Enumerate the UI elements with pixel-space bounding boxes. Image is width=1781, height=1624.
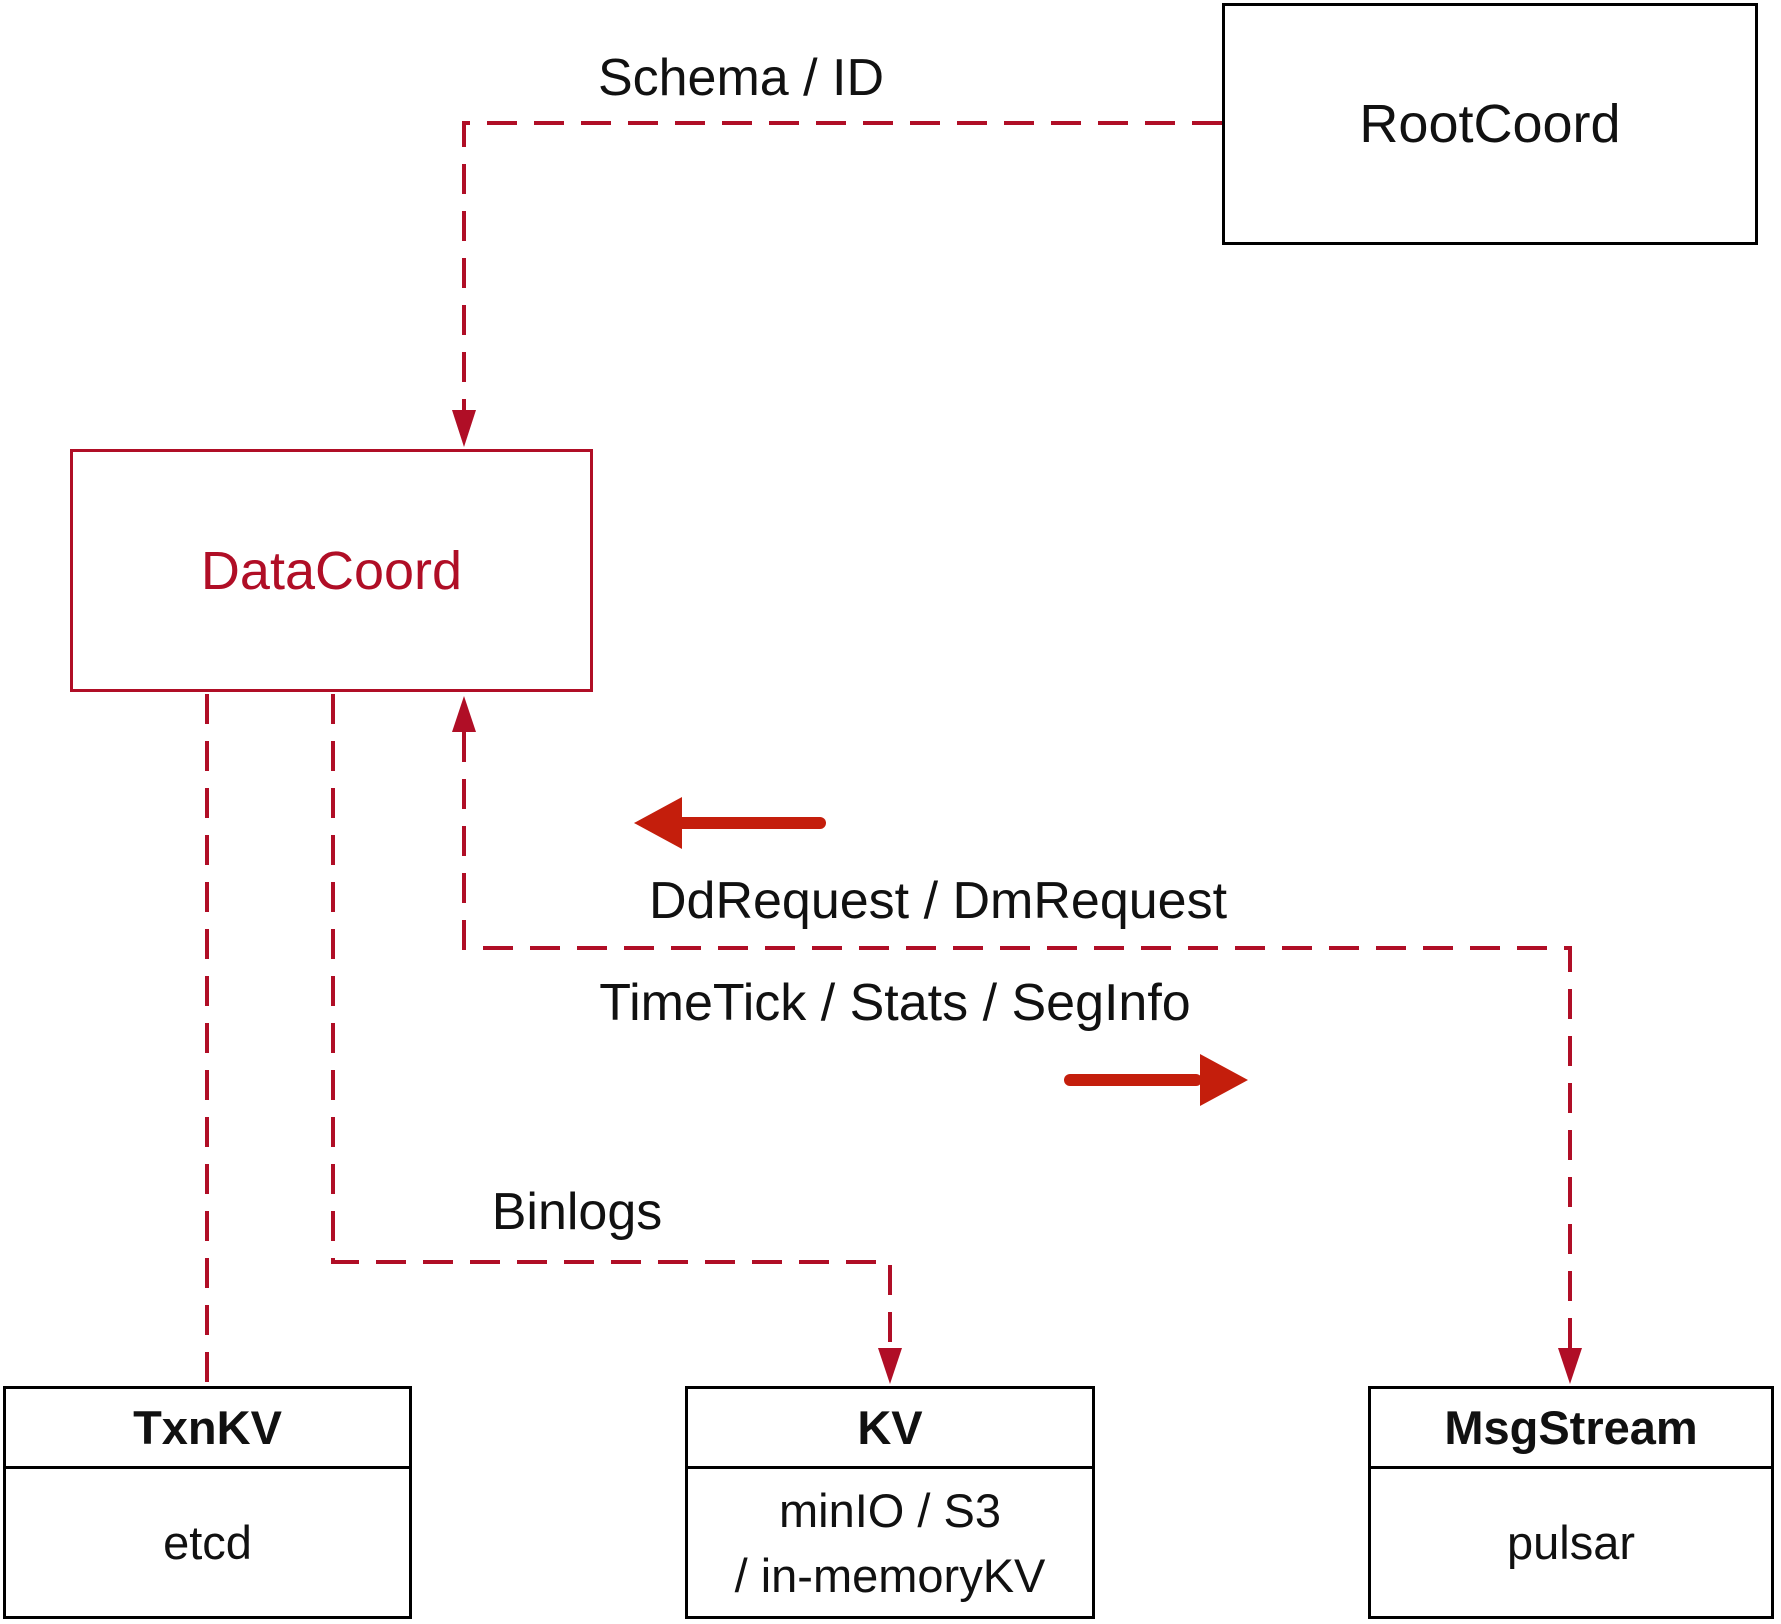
node-txnkv: TxnKV etcd [3, 1386, 412, 1619]
txnkv-body: etcd [163, 1516, 252, 1569]
edge-label-binlogs: Binlogs [491, 1183, 663, 1241]
edge-datacoord-to-kv-binlogs [331, 694, 892, 1348]
arrowhead-into-msgstream-icon [1558, 1348, 1582, 1384]
arrowhead-into-datacoord-bottom-icon [452, 696, 476, 732]
datacoord-label: DataCoord [200, 540, 463, 601]
txnkv-title: TxnKV [6, 1389, 409, 1469]
direction-arrow-right-head-icon [1200, 1054, 1248, 1106]
node-msgstream: MsgStream pulsar [1368, 1386, 1774, 1619]
msgstream-title: MsgStream [1371, 1389, 1771, 1469]
node-datacoord: DataCoord [70, 449, 593, 692]
edge-label-ddrequest-dmrequest: DdRequest / DmRequest [648, 872, 1228, 930]
node-rootcoord: RootCoord [1222, 3, 1758, 245]
kv-title: KV [688, 1389, 1092, 1469]
direction-arrow-left-head-icon [634, 797, 682, 849]
edge-label-schema-id: Schema / ID [597, 49, 885, 107]
edge-label-timetick-stats-seginfo: TimeTick / Stats / SegInfo [599, 974, 1191, 1032]
rootcoord-label: RootCoord [1359, 94, 1621, 154]
edge-rootcoord-to-datacoord [462, 121, 1222, 410]
arrowhead-into-kv-icon [878, 1348, 902, 1384]
kv-body-line1: minIO / S3 [778, 1483, 1001, 1537]
kv-body-line2: / in-memoryKV [734, 1548, 1046, 1602]
msgstream-body: pulsar [1506, 1516, 1635, 1569]
node-kv: KV minIO / S3 / in-memoryKV [685, 1386, 1095, 1619]
arrowhead-into-datacoord-top-icon [452, 410, 476, 447]
edge-datacoord-to-msgstream [462, 732, 1572, 1348]
